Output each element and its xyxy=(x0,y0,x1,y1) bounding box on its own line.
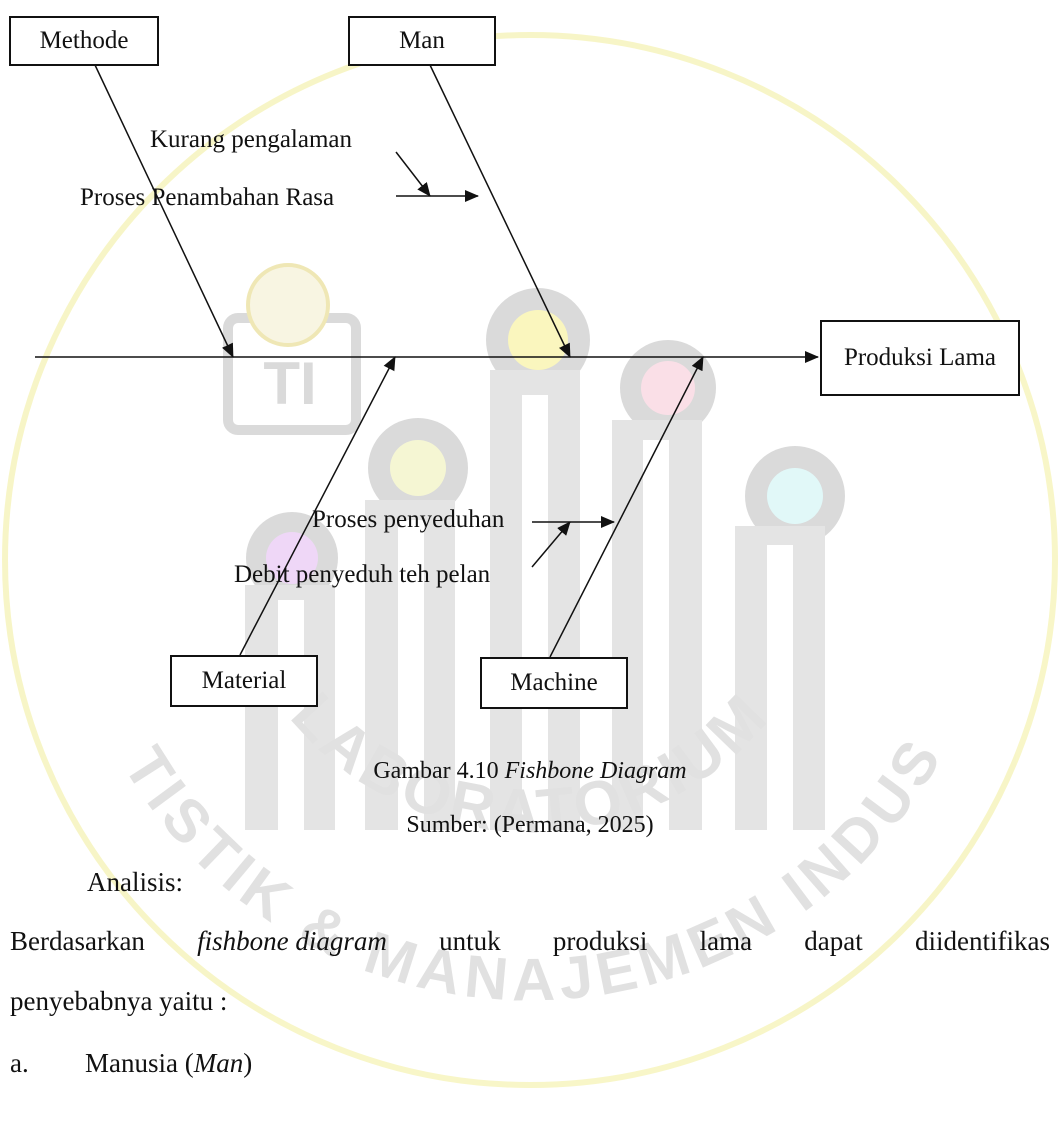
caption-prefix: Gambar 4.10 xyxy=(373,758,505,784)
methode-bone xyxy=(94,64,234,358)
gear-icon xyxy=(745,446,845,546)
paragraph-line-1: Berdasarkan fishbone diagram untuk produ… xyxy=(10,926,1050,957)
fishbone-diagram xyxy=(35,64,819,658)
word: dapat xyxy=(804,926,863,956)
material-bone xyxy=(239,356,396,656)
gear-icon xyxy=(368,418,468,518)
list-item: a. Manusia (Man) xyxy=(10,1048,252,1079)
word: lama xyxy=(699,926,753,956)
gear-icon xyxy=(246,512,338,604)
machine-bone xyxy=(549,356,704,658)
list-text: Manusia ( xyxy=(85,1048,194,1078)
cause-arrow-kurang-pengalaman xyxy=(395,151,431,197)
watermark-ring xyxy=(2,32,1058,1088)
logo-text: TI xyxy=(263,350,316,417)
word: Berdasarkan xyxy=(10,926,145,956)
word: untuk xyxy=(439,926,501,956)
list-text-close: ) xyxy=(243,1048,253,1078)
cause-label-proses-penyeduhan: Proses penyeduhan xyxy=(312,506,505,533)
seal-icon xyxy=(246,263,330,347)
category-box-material: Material xyxy=(170,655,318,707)
word: produksi xyxy=(552,926,648,956)
gear-icon xyxy=(486,288,590,392)
caption-title: Fishbone Diagram xyxy=(504,758,687,784)
cause-label-proses-penambahan-rasa: Proses Penambahan Rasa xyxy=(80,184,335,211)
figure-source: Sumber: (Permana, 2025) xyxy=(406,812,654,838)
cause-label-kurang-pengalaman: Kurang pengalaman xyxy=(150,126,353,153)
category-box-man: Man xyxy=(348,16,496,66)
word-italic: fishbone diagram xyxy=(197,926,387,956)
category-box-machine: Machine xyxy=(480,657,628,709)
effect-box: Produksi Lama xyxy=(820,320,1020,396)
man-bone xyxy=(429,64,571,358)
analisis-heading: Analisis: xyxy=(87,867,184,897)
list-text-italic: Man xyxy=(193,1048,244,1078)
figure-caption: Gambar 4.10 Fishbone Diagram xyxy=(0,758,1060,785)
category-box-methode: Methode xyxy=(9,16,159,66)
cause-label-debit-penyeduh: Debit penyeduh teh pelan xyxy=(234,561,491,588)
paragraph-line-2: penyebabnya yaitu : xyxy=(10,986,228,1016)
word: diidentifikas xyxy=(915,926,1050,956)
list-marker: a. xyxy=(10,1048,29,1078)
cause-arrow-debit xyxy=(531,521,571,568)
